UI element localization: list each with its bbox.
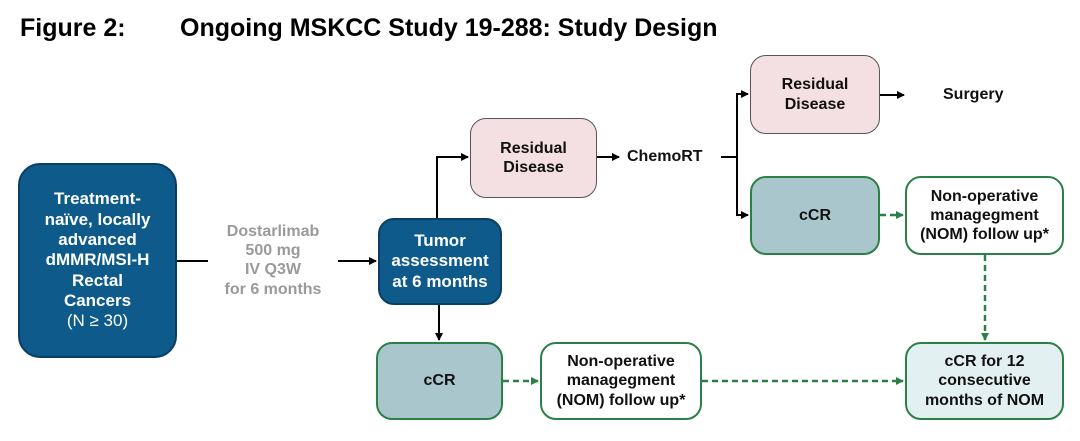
figure-caption: Ongoing MSKCC Study 19-288: Study Design (180, 14, 718, 42)
population-label: Treatment- naïve, locally advanced dMMR/… (44, 189, 151, 311)
connector-assessment-to-residual (436, 153, 469, 218)
residual-disease-box-2: Residual Disease (750, 55, 880, 134)
connector-chemort-to-residual-2 (736, 90, 749, 215)
population-box: Treatment- naïve, locally advanced dMMR/… (18, 163, 177, 358)
ccr-box-bottom: cCR (376, 342, 503, 420)
surgery-label: Surgery (943, 86, 1004, 103)
residual-disease-label-1: Residual Disease (500, 139, 567, 176)
ccr-12-months-label: cCR for 12 consecutive months of NOM (924, 353, 1045, 409)
treatment-label: Dostarlimab 500 mg IV Q3W for 6 months (224, 223, 322, 298)
figure-number: Figure 2: (20, 14, 126, 42)
connector-chemort-to-ccr (736, 150, 749, 219)
assessment-label: Tumor assessment at 6 months (391, 230, 489, 291)
ccr-box-top: cCR (750, 176, 880, 255)
population-count: (N ≥ 30) (66, 311, 129, 331)
chemort-label: ChemoRT (627, 148, 703, 165)
residual-disease-label-2: Residual Disease (781, 76, 849, 113)
nom-label-top: Non-operative managegment (NOM) follow u… (920, 187, 1049, 244)
nom-box-bottom: Non-operative managegment (NOM) follow u… (540, 342, 702, 420)
ccr-label-top: cCR (798, 206, 831, 224)
ccr-label-bottom: cCR (423, 372, 456, 390)
nom-label-bottom: Non-operative managegment (NOM) follow u… (556, 353, 686, 409)
assessment-box: Tumor assessment at 6 months (378, 218, 502, 305)
nom-box-top: Non-operative managegment (NOM) follow u… (905, 176, 1064, 255)
figure-title: Figure 2: Ongoing MSKCC Study 19-288: Stu… (20, 14, 718, 43)
ccr-12-months-box: cCR for 12 consecutive months of NOM (905, 342, 1064, 420)
residual-disease-box-1: Residual Disease (470, 118, 597, 198)
